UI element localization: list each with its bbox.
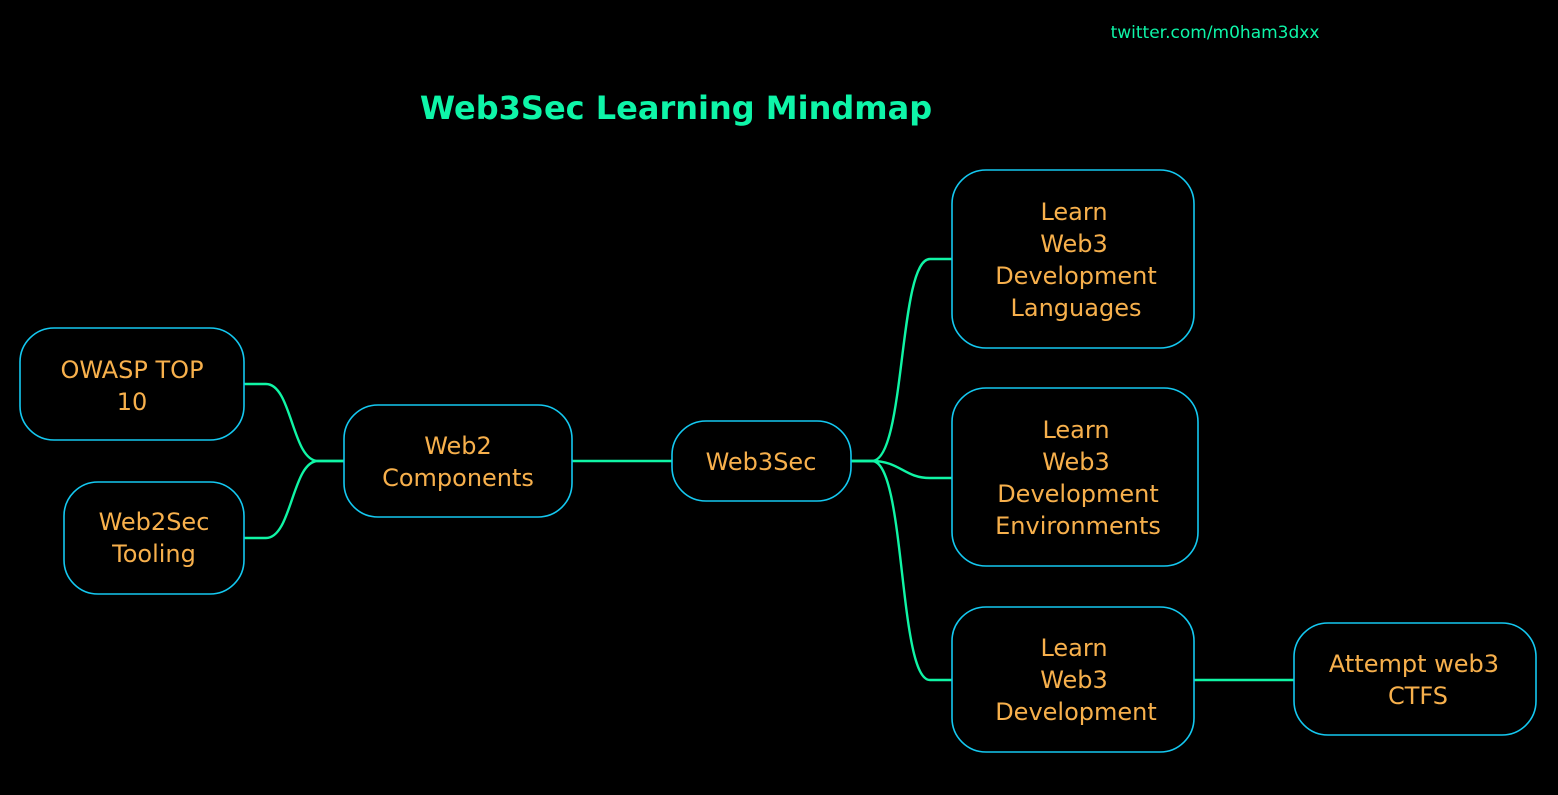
node-web2sec-tooling[interactable]: Web2Sec Tooling bbox=[63, 481, 245, 595]
node-learn-environments[interactable]: Learn Web3 Development Environments bbox=[951, 387, 1199, 567]
node-web3sec-root[interactable]: Web3Sec bbox=[671, 420, 852, 502]
edge-root-environments bbox=[851, 459, 952, 480]
credit-text: twitter.com/m0ham3dxx bbox=[1111, 23, 1320, 43]
edge-owasp-web2 bbox=[244, 382, 344, 463]
node-label: Development bbox=[995, 698, 1157, 726]
node-label: Languages bbox=[1011, 294, 1142, 322]
node-attempt-ctfs[interactable]: Attempt web3 CTFS bbox=[1293, 622, 1537, 736]
node-label: 10 bbox=[117, 388, 148, 416]
edge-root-development bbox=[851, 459, 952, 682]
node-label: Learn bbox=[1042, 416, 1109, 444]
edge-root-languages bbox=[851, 257, 952, 463]
edge-web2sec-web2 bbox=[244, 459, 344, 540]
node-label: Development bbox=[997, 480, 1159, 508]
node-learn-development[interactable]: Learn Web3 Development bbox=[951, 606, 1195, 753]
mindmap-title: Web3Sec Learning Mindmap bbox=[420, 89, 932, 127]
node-label: Environments bbox=[995, 512, 1161, 540]
node-label: Web2Sec bbox=[99, 508, 210, 536]
node-label: Tooling bbox=[111, 540, 196, 568]
node-label: CTFS bbox=[1388, 682, 1448, 710]
node-owasp-top-10[interactable]: OWASP TOP 10 bbox=[19, 327, 245, 441]
node-web2-components[interactable]: Web2 Components bbox=[343, 404, 573, 518]
node-label: Web3 bbox=[1040, 666, 1108, 694]
node-label: OWASP TOP bbox=[60, 356, 203, 384]
node-label: Learn bbox=[1040, 198, 1107, 226]
node-label: Web3 bbox=[1040, 230, 1108, 258]
node-label: Development bbox=[995, 262, 1157, 290]
node-learn-languages[interactable]: Learn Web3 Development Languages bbox=[951, 169, 1195, 349]
node-label: Components bbox=[382, 464, 534, 492]
node-label: Web3Sec bbox=[706, 448, 817, 476]
node-label: Web2 bbox=[424, 432, 492, 460]
edges bbox=[244, 257, 1294, 682]
node-label: Attempt web3 bbox=[1329, 650, 1499, 678]
node-label: Learn bbox=[1040, 634, 1107, 662]
node-label: Web3 bbox=[1042, 448, 1110, 476]
